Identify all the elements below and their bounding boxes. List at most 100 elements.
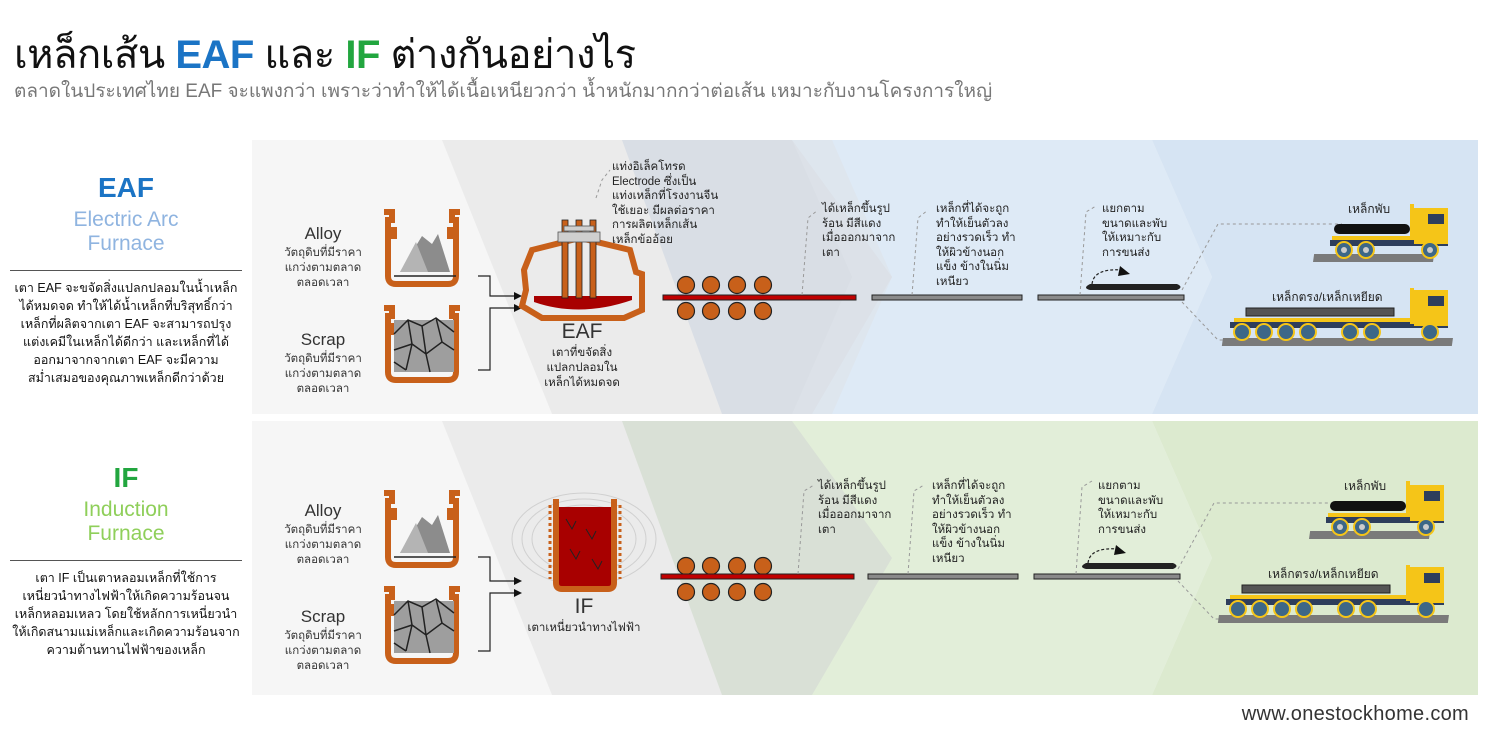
hot-bar-icon — [660, 573, 855, 580]
text-line: ทำให้เย็นตัวลง — [932, 494, 1005, 507]
flow-arrow — [478, 592, 514, 652]
if-alloy-desc: วัตถุดิบที่มีราคา แกว่งตามตลาด ตลอดเวลา — [268, 523, 378, 568]
band-5 — [1152, 421, 1478, 695]
text-line: แข็ง ข้างในนิ่ม — [936, 261, 1009, 273]
text-line: ใช้เยอะ มีผลต่อราคา — [612, 204, 715, 217]
text-line: แกว่งตามตลาด — [284, 368, 362, 380]
eaf-folded-truck-label: เหล็กพับ — [1348, 202, 1391, 216]
text-line: ตลอดเวลา — [296, 554, 350, 566]
text-line: แกว่งตามตลาด — [284, 645, 362, 657]
text-line: เหล็กที่ได้จะถูก — [936, 203, 1010, 215]
text-line: แปลกปลอมใน — [546, 362, 618, 374]
if-furnace-desc: เตาเหนี่ยวนำทางไฟฟ้า — [502, 621, 666, 636]
text-line: ให้ผิวข้างนอก — [936, 246, 1005, 259]
eaf-alloy-label: Alloy — [304, 224, 342, 243]
desc-line: เหนี่ยวนำทางไฟฟ้าให้เกิดความร้อนจน — [22, 589, 230, 603]
text-line: วัตถุดิบที่มีราคา — [284, 353, 362, 365]
eaf-straight-truck-label: เหล็กตรง/เหล็กเหยียด — [1272, 290, 1383, 304]
title-if: IF — [345, 33, 380, 77]
text-line: อย่างรวดเร็ว ทำ — [932, 509, 1012, 521]
text-line: Electrode ซึ่งเป็น — [612, 175, 697, 188]
text-line: แข็ง ข้างในนิ่ม — [932, 538, 1005, 550]
eaf-scrap-label: Scrap — [300, 330, 346, 349]
text-line: เหนียว — [932, 552, 965, 565]
desc-line: ความต้านทานไฟฟ้าของเหล็ก — [46, 643, 206, 657]
if-straight-truck-label: เหล็กตรง/เหล็กเหยียด — [1268, 567, 1379, 581]
text-line: เตา — [822, 246, 840, 259]
text-line: แกว่งตามตลาด — [284, 262, 362, 274]
website-link[interactable]: www.onestockhome.com — [1241, 703, 1469, 725]
text-line: ตลอดเวลา — [296, 383, 350, 395]
scrap-bucket-icon — [384, 586, 460, 664]
text-line: เหล็กที่ได้จะถูก — [932, 480, 1006, 492]
cooled-bar-icon — [871, 294, 1023, 301]
eaf-process-graphic — [252, 140, 1478, 414]
if-full-name-2: Furnace — [87, 522, 165, 545]
text-line: แท่งอิเล็คโทรด — [612, 161, 686, 173]
text-line: การขนส่ง — [1102, 246, 1150, 259]
text-line: ตลอดเวลา — [296, 277, 350, 289]
title-eaf: EAF — [175, 33, 254, 77]
text-line: ตลอดเวลา — [296, 660, 350, 672]
eaf-furnace-icon — [518, 219, 645, 321]
folded-bar-icon — [1082, 563, 1177, 569]
sorted-bar-icon — [1037, 294, 1185, 301]
text-line: ได้เหล็กขึ้นรูป — [822, 203, 890, 215]
if-step-sort-note: แยกตาม ขนาดและพับ ให้เหมาะกับ การขนส่ง — [1098, 479, 1163, 537]
folded-bar-icon — [1086, 284, 1181, 290]
electrode-note: แท่งอิเล็คโทรด Electrode ซึ่งเป็น แท่งเห… — [612, 160, 718, 247]
desc-line: เตา IF เป็นเตาหลอมเหล็กที่ใช้การ — [35, 571, 217, 585]
eaf-process-panel: Alloy วัตถุดิบที่มีราคา แกว่งตามตลาด ตลอ… — [252, 140, 1478, 414]
folded-steel-truck-icon — [1313, 204, 1448, 262]
text-line: เหล็กข้ออ้อย — [612, 233, 673, 246]
desc-line: เหล็กที่ผลิตจากเตา EAF จะสามารถปรุง — [20, 317, 232, 331]
page-subtitle: ตลาดในประเทศไทย EAF จะแพงกว่า เพราะว่าทำ… — [14, 81, 993, 102]
eaf-alloy-desc: วัตถุดิบที่มีราคา แกว่งตามตลาด ตลอดเวลา — [268, 246, 378, 291]
if-description: เตา IF เป็นเตาหลอมเหล็กที่ใช้การ เหนี่ยว… — [0, 569, 252, 659]
text-line: ขนาดและพับ — [1098, 494, 1164, 507]
text-line: เหล็กได้หมดจด — [544, 377, 620, 389]
if-process-panel: Alloy วัตถุดิบที่มีราคา แกว่งตามตลาด ตลอ… — [252, 421, 1478, 695]
if-process-graphic — [252, 421, 1478, 695]
eaf-description: เตา EAF จะขจัดสิ่งแปลกปลอมในน้ำเหล็ก ได้… — [0, 279, 252, 387]
if-abbr: IF — [113, 462, 139, 493]
eaf-step-hot-note: ได้เหล็กขึ้นรูป ร้อน มีสีแดง เมื่อออกมาจ… — [822, 202, 895, 260]
page-title: เหล็กเส้น EAF และ IF ต่างกันอย่างไร — [14, 22, 636, 86]
eaf-full-name-2: Furnace — [87, 232, 165, 255]
text-line: แยกตาม — [1098, 480, 1141, 492]
desc-line: ให้เกิดสนามแม่เหล็กและเกิดความร้อนจาก — [12, 625, 240, 639]
text-line: แยกตาม — [1102, 203, 1145, 215]
straight-steel-truck-icon — [1221, 288, 1453, 346]
hot-bar-icon — [662, 294, 857, 301]
text-line: แท่งเหล็กที่โรงงานจีน — [612, 190, 719, 202]
eaf-step-sort-note: แยกตาม ขนาดและพับ ให้เหมาะกับ การขนส่ง — [1102, 202, 1167, 260]
text-line: วัตถุดิบที่มีราคา — [284, 630, 362, 642]
text-line: แกว่งตามตลาด — [284, 539, 362, 551]
eaf-scrap-desc: วัตถุดิบที่มีราคา แกว่งตามตลาด ตลอดเวลา — [268, 352, 378, 397]
text-line: การผลิตเหล็กเส้น — [612, 219, 698, 231]
if-side-panel: IF Induction Furnace เตา IF เป็นเตาหลอมเ… — [0, 462, 252, 659]
flow-arrow — [478, 556, 514, 582]
text-line: ให้เหมาะกับ — [1098, 509, 1158, 521]
text-line: เตา — [818, 523, 836, 536]
if-scrap-desc: วัตถุดิบที่มีราคา แกว่งตามตลาด ตลอดเวลา — [268, 629, 378, 674]
eaf-furnace-desc: เตาที่ขจัดสิ่ง แปลกปลอมใน เหล็กได้หมดจด — [522, 346, 642, 391]
title-text: และ — [253, 33, 346, 77]
if-step-hot-note: ได้เหล็กขึ้นรูป ร้อน มีสีแดง เมื่อออกมาจ… — [818, 479, 891, 537]
band-4 — [792, 421, 1212, 695]
if-scrap-label: Scrap — [300, 607, 346, 626]
text-line: ทำให้เย็นตัวลง — [936, 217, 1009, 230]
text-line: ได้เหล็กขึ้นรูป — [818, 480, 886, 492]
if-alloy-label: Alloy — [304, 501, 342, 520]
desc-line: สม่ำเสมอของคุณภาพเหล็กดีกว่าด้วย — [27, 371, 225, 385]
flow-arrow — [478, 275, 514, 297]
text-line: เมื่อออกมาจาก — [822, 232, 896, 244]
rolling-mill-icon — [676, 556, 773, 602]
title-text: เหล็กเส้น — [14, 33, 176, 77]
desc-line: ได้หมดจด ทำให้ได้น้ำเหล็กที่บริสุทธิ์กว่… — [19, 299, 233, 313]
text-line: การขนส่ง — [1098, 523, 1146, 536]
if-step-cool-note: เหล็กที่ได้จะถูก ทำให้เย็นตัวลง อย่างรวด… — [932, 479, 1012, 566]
text-line: ร้อน มีสีแดง — [818, 494, 878, 507]
sorted-bar-icon — [1033, 573, 1181, 580]
text-line: ให้ผิวข้างนอก — [932, 523, 1001, 536]
